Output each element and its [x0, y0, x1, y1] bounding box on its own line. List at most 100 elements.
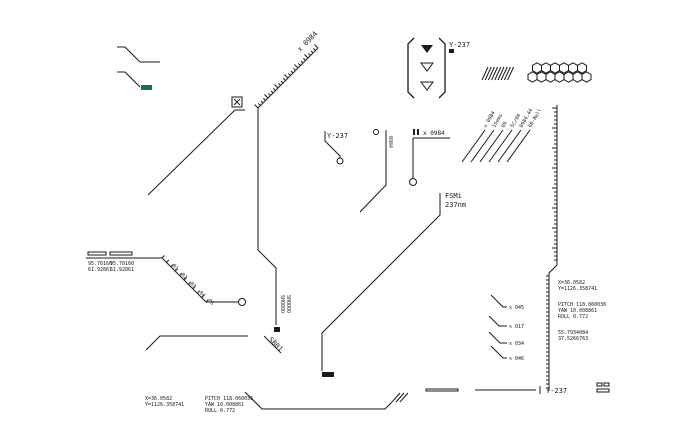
bundle-line — [479, 129, 504, 163]
branch-lines: x 045 x 017 x 034 x 046 — [488, 294, 524, 362]
diag-tick — [174, 268, 179, 272]
left-coord-b1: 95.70160 — [110, 261, 134, 267]
tick-num-4: 04 — [198, 290, 207, 299]
bottom-info-block: X=36.0582 Y=1126.358741 PITCH 118.060036… — [145, 391, 409, 414]
hatch-stripes-icon — [481, 66, 515, 81]
ruler-tick — [258, 103, 261, 106]
diag-tick — [179, 272, 183, 276]
mid-y-label: Y-237 — [327, 132, 348, 140]
small-vertical-label: 0984 — [387, 136, 393, 148]
hexagon-cell — [550, 62, 560, 74]
bundle-line — [488, 129, 513, 163]
ruler-tick — [300, 60, 304, 64]
ruler-tick — [308, 53, 311, 56]
bottom-roll: ROLL 0.772 — [205, 408, 235, 414]
tag-box-label: SB01 — [267, 336, 285, 354]
right-lat: 55.7934084 — [558, 330, 588, 336]
tick-ruler: x 0984 SHOOOO SHOOOO — [254, 30, 319, 332]
ruler-tick — [264, 94, 269, 99]
diag-tick — [188, 281, 192, 285]
ruler-tick — [263, 98, 266, 101]
branch-label-1: x 045 — [509, 305, 524, 311]
diag-tick — [196, 290, 201, 294]
bundle-line — [470, 129, 495, 163]
ruler-tick — [280, 80, 284, 84]
endpoint-circle — [238, 298, 246, 306]
tick-num-3: 03 — [189, 281, 198, 290]
hexagon-cell — [545, 71, 556, 83]
ruler-tick — [304, 54, 309, 59]
top-y-label: Y-237 — [449, 41, 470, 49]
triangle-down-outline-icon[interactable] — [420, 62, 434, 72]
diag-tick — [170, 263, 174, 268]
triangle-down-filled-icon[interactable] — [421, 45, 433, 53]
hexagon-cell — [572, 71, 583, 83]
ruler-tick — [293, 68, 296, 71]
ruler-tick — [278, 83, 281, 86]
fsm-line: FSMi 237nm — [321, 192, 466, 377]
hatch-stripe — [487, 66, 495, 81]
hexagon-cell — [541, 62, 551, 74]
diag-tick — [205, 299, 209, 303]
hatch-stripe — [494, 66, 502, 81]
tag-box: SB01 — [263, 335, 285, 354]
hexagon-cell — [532, 62, 542, 74]
tick-num-5: 05 — [207, 298, 216, 307]
accent-marker — [141, 85, 152, 90]
left-coord-a1: 95.70160 — [88, 261, 112, 267]
diag-tick — [166, 259, 170, 263]
diag-tick — [183, 277, 187, 281]
ruler-tick — [313, 48, 316, 51]
bundle-line — [461, 129, 486, 163]
bundle-line — [506, 129, 531, 163]
hexagon-cell — [536, 71, 547, 83]
coord-mid: x 0984 — [409, 129, 450, 186]
bottom-hdr-1: X=36.0582 — [145, 396, 172, 402]
ruler-vertical-label-2: SHOOOO — [285, 295, 291, 313]
ruler-tick — [254, 104, 259, 109]
branch-label-2: x 017 — [509, 324, 524, 330]
ruler-tick — [273, 88, 276, 91]
bottom-pitch: PITCH 118.060036 — [205, 396, 253, 402]
ruler-tick — [298, 63, 301, 66]
ruler-tick — [270, 90, 274, 94]
hexagon-cell — [568, 62, 578, 74]
ruler-tick — [314, 44, 319, 49]
hatch-stripe — [507, 66, 515, 81]
left-coords-panel: 95.70160 95.70160 61.92861 61.92861 01 0… — [86, 251, 246, 307]
tick-num-1: 01 — [171, 263, 180, 272]
ruler-tick — [288, 73, 291, 76]
hexagon-cell — [559, 62, 569, 74]
ruler-tick — [303, 58, 306, 61]
diag-tick — [161, 255, 165, 259]
bundle-line — [497, 129, 522, 163]
ruler-tick — [283, 78, 286, 81]
hatch-stripe — [484, 66, 492, 81]
triangle-panel: Y-237 — [407, 37, 470, 99]
hexagon-grid-icon — [527, 62, 592, 83]
left-diagonal-line — [147, 96, 245, 196]
mid-pointer: Y-237 — [324, 131, 348, 165]
hexagon-cell — [554, 71, 565, 83]
right-hdr-2: Y=1126.358741 — [558, 286, 597, 292]
ruler-tick — [290, 70, 294, 74]
triangle-down-outline-icon-2[interactable] — [420, 81, 434, 91]
branch-label-3: x 034 — [509, 341, 524, 347]
bottom-yaw: YAW 10.008861 — [205, 402, 244, 408]
right-pitch: PITCH 118.060036 — [558, 302, 606, 308]
coord-mid-label: x 0984 — [423, 130, 445, 137]
diag-tick — [201, 294, 205, 298]
tick-num-2: 02 — [180, 272, 189, 281]
bundle-label: 09 — [501, 121, 509, 129]
bottom-left-bracket — [145, 335, 248, 351]
ruler-vertical-label: SHOOOO — [279, 295, 285, 313]
bottom-right-readout: Y-237 — [425, 382, 610, 395]
right-yaw: YAW 10.008861 — [558, 308, 597, 314]
close-icon[interactable] — [231, 96, 243, 108]
hatch-stripe — [497, 66, 505, 81]
coord-mid-circle — [409, 178, 417, 186]
ruler-tick — [284, 74, 289, 79]
right-roll: ROLL 0.772 — [558, 314, 588, 320]
right-lon: 37.5266763 — [558, 336, 588, 342]
